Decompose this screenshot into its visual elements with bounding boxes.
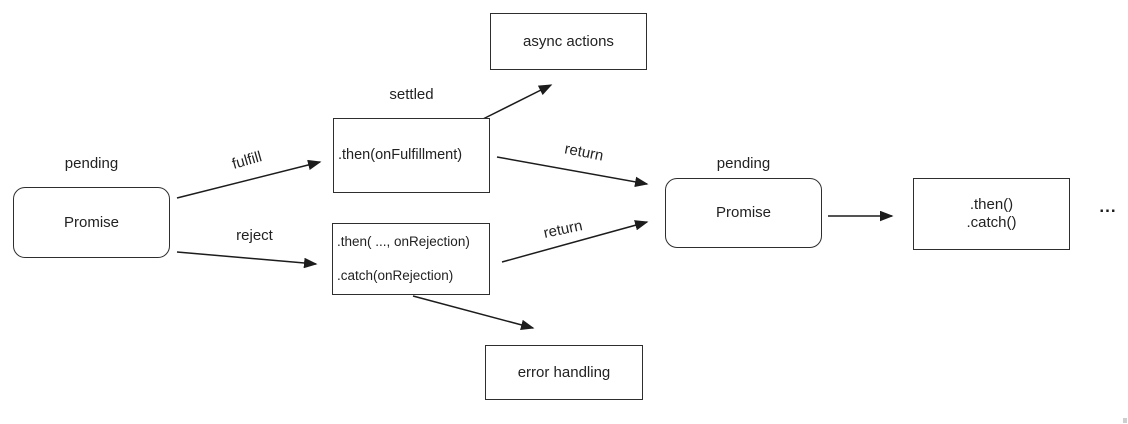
then-fulfillment-state-label: settled bbox=[389, 86, 434, 103]
async-actions-node: async actions bbox=[490, 13, 647, 70]
arrow-to-async-actions bbox=[482, 84, 553, 120]
catch-onrejection-line2: .catch(onRejection) bbox=[337, 268, 454, 283]
then-onrejection-node-lines: .then( ..., onRejection) .catch(onReject… bbox=[337, 234, 470, 284]
then-onfulfillment-node-label: .then(onFulfillment) bbox=[338, 146, 463, 163]
corner-artifact bbox=[1123, 418, 1127, 423]
then-onrejection-node: .then( ..., onRejection) .catch(onReject… bbox=[332, 223, 490, 295]
return-bottom-edge-label: return bbox=[542, 217, 584, 242]
arrow-return-top bbox=[496, 156, 649, 188]
catch-line: .catch() bbox=[966, 214, 1017, 231]
error-handling-node: error handling bbox=[485, 345, 643, 400]
arrow-to-error-handling bbox=[412, 295, 535, 330]
arrow-reject bbox=[176, 251, 318, 269]
then-catch-node-lines: .then() .catch() bbox=[966, 196, 1016, 232]
error-handling-node-label: error handling bbox=[517, 363, 611, 381]
continuation-ellipsis: ... bbox=[1099, 197, 1117, 216]
promise2-node-label: Promise bbox=[715, 204, 771, 221]
then-line: .then() bbox=[969, 196, 1014, 213]
promise1-node-label: Promise bbox=[63, 213, 119, 231]
promise2-state-label: pending bbox=[716, 155, 771, 172]
promise1-node: Promise bbox=[13, 187, 170, 258]
async-actions-node-label: async actions bbox=[523, 32, 614, 50]
return-top-edge-label: return bbox=[563, 140, 605, 165]
then-catch-node: .then() .catch() bbox=[913, 178, 1070, 250]
then-onrejection-line1: .then( ..., onRejection) bbox=[337, 233, 470, 249]
fulfill-edge-label: fulfill bbox=[230, 148, 264, 173]
then-onfulfillment-node: .then(onFulfillment) bbox=[333, 118, 490, 193]
reject-edge-label: reject bbox=[236, 227, 273, 244]
promise2-node: Promise bbox=[665, 178, 822, 248]
promise1-state-label: pending bbox=[64, 155, 119, 172]
